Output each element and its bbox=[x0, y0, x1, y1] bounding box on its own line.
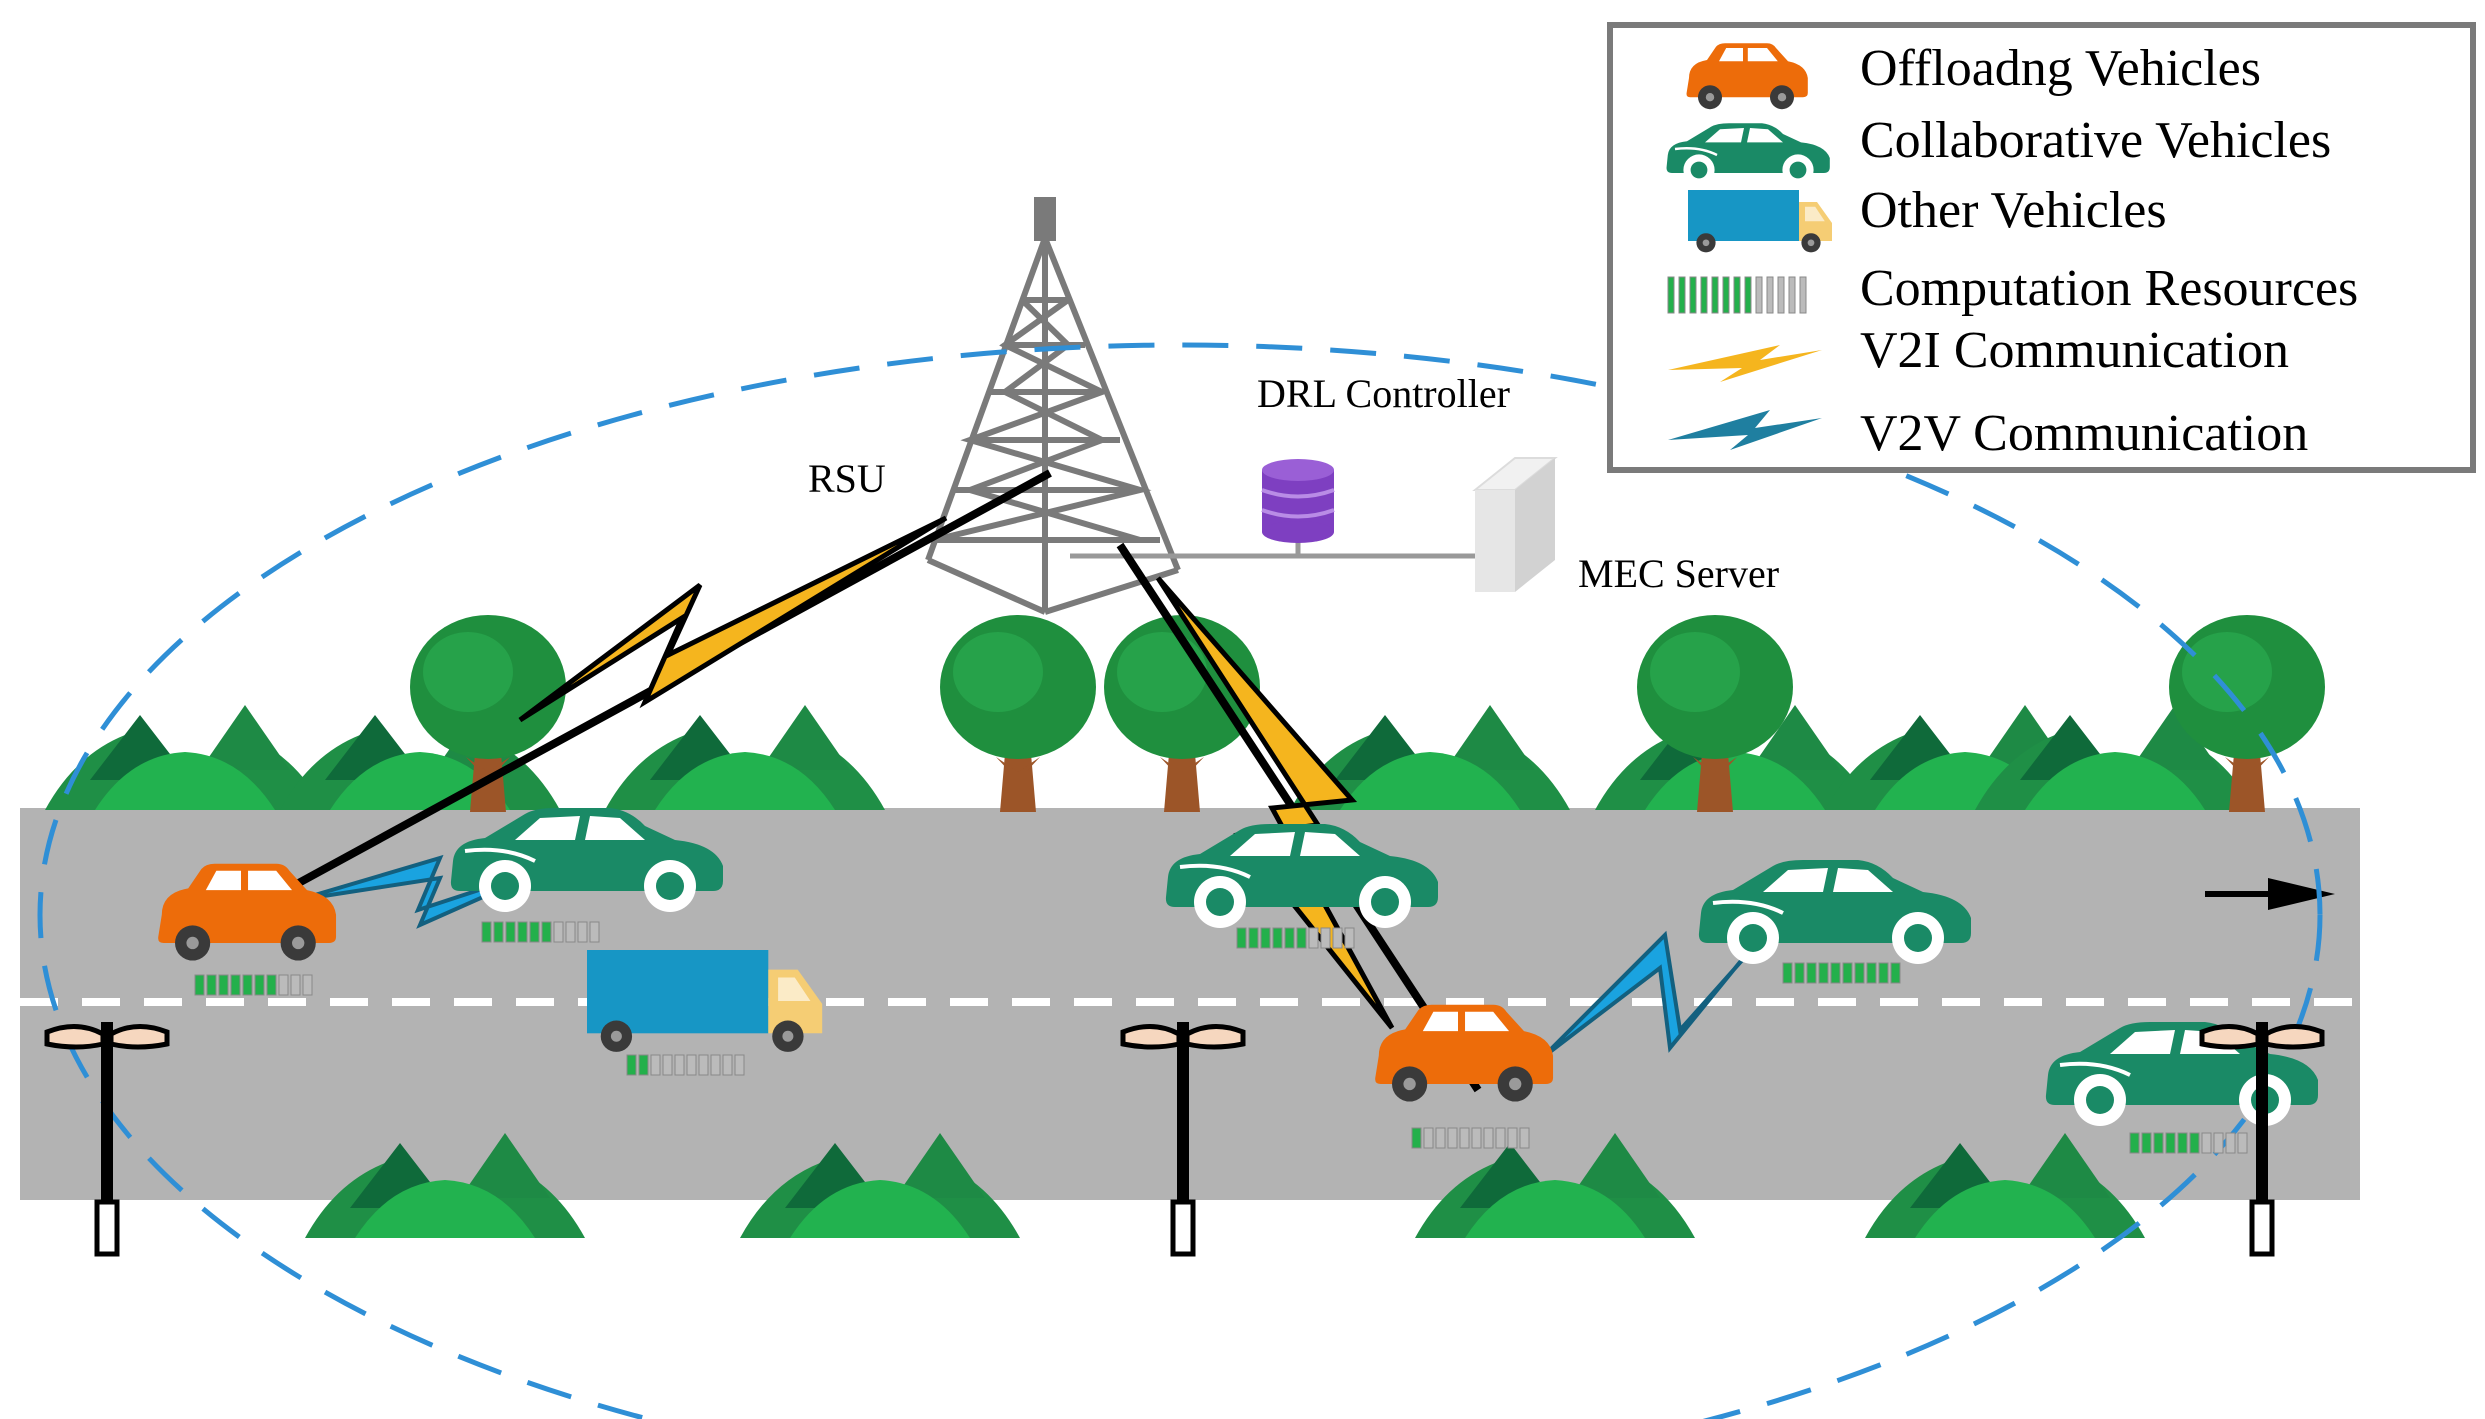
tree-icon bbox=[940, 615, 1096, 812]
legend-offloading-car-icon bbox=[1686, 43, 1808, 110]
legend-label-other: Other Vehicles bbox=[1860, 182, 2167, 239]
rsu-label: RSU bbox=[808, 456, 886, 501]
collaborative-car-icon bbox=[1698, 860, 1971, 964]
resource-bar-icon bbox=[1236, 927, 1355, 949]
legend-label-v2i: V2I Communication bbox=[1860, 322, 2289, 379]
resource-bar-icon bbox=[194, 974, 313, 996]
mec-server-icon bbox=[1472, 457, 1558, 592]
offloading-car-icon bbox=[158, 863, 337, 961]
legend: Offloadng Vehicles Collaborative Vehicle… bbox=[1607, 22, 2476, 473]
rsu-tower-icon bbox=[925, 197, 1181, 615]
legend-v2v-bolt-icon bbox=[1668, 410, 1822, 450]
offloading-car-icon bbox=[1375, 1004, 1554, 1102]
legend-v2i-bolt-icon bbox=[1668, 345, 1822, 382]
resource-bar-icon bbox=[481, 921, 600, 943]
truck-icon bbox=[587, 950, 823, 1052]
rsu-coverage-boundary bbox=[37, 342, 2323, 1419]
resource-bar-icon bbox=[1411, 1127, 1530, 1149]
legend-label-resources: Computation Resources bbox=[1860, 260, 2358, 317]
direction-arrow-icon bbox=[2205, 878, 2335, 910]
resource-bar-icon bbox=[2129, 1132, 2248, 1154]
legend-label-offloading: Offloadng Vehicles bbox=[1860, 40, 2261, 97]
resource-bar-icon bbox=[626, 1054, 745, 1076]
legend-resource-bar-icon bbox=[1667, 276, 1807, 314]
legend-collaborative-car-icon bbox=[1666, 123, 1830, 186]
collaborative-car-icon bbox=[450, 808, 723, 912]
resource-bar-icon bbox=[1782, 962, 1901, 984]
legend-label-v2v: V2V Communication bbox=[1860, 405, 2308, 462]
legend-label-collaborative: Collaborative Vehicles bbox=[1860, 112, 2331, 169]
mec-server-label: MEC Server bbox=[1578, 551, 1779, 596]
legend-truck-icon bbox=[1688, 190, 1832, 253]
drl-controller-label: DRL Controller bbox=[1257, 371, 1510, 416]
collaborative-car-icon bbox=[1165, 824, 1438, 928]
drl-controller-icon bbox=[1261, 459, 1335, 543]
